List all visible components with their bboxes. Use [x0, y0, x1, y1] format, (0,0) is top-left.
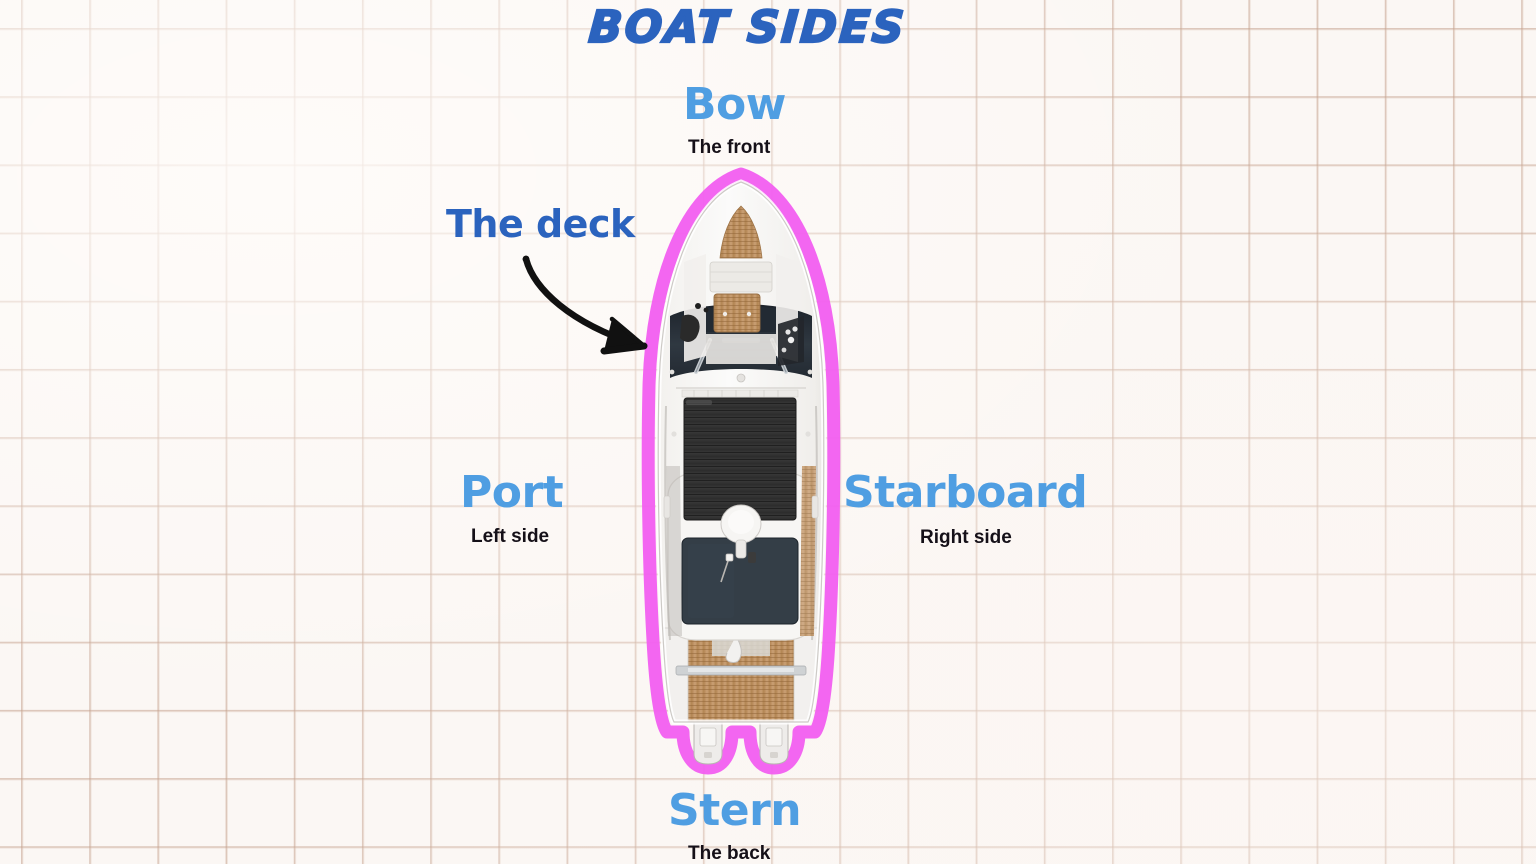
label-port: Port [460, 467, 564, 518]
label-stern: Stern [668, 785, 802, 836]
outboard-engines [693, 708, 789, 765]
boat-top-view-icon [626, 166, 856, 775]
curved-arrow-icon [500, 245, 670, 365]
sublabel-port: Left side [471, 526, 550, 547]
label-deck: The deck [446, 202, 635, 246]
boat-hull [658, 182, 824, 722]
label-starboard: Starboard [843, 467, 1088, 518]
page-title: BOAT SIDES [586, 1, 909, 54]
label-bow: Bow [683, 79, 786, 130]
sublabel-bow: The front [688, 137, 771, 158]
sublabel-stern: The back [688, 843, 771, 864]
sublabel-starboard: Right side [920, 527, 1012, 548]
highlight-outline [641, 167, 841, 775]
